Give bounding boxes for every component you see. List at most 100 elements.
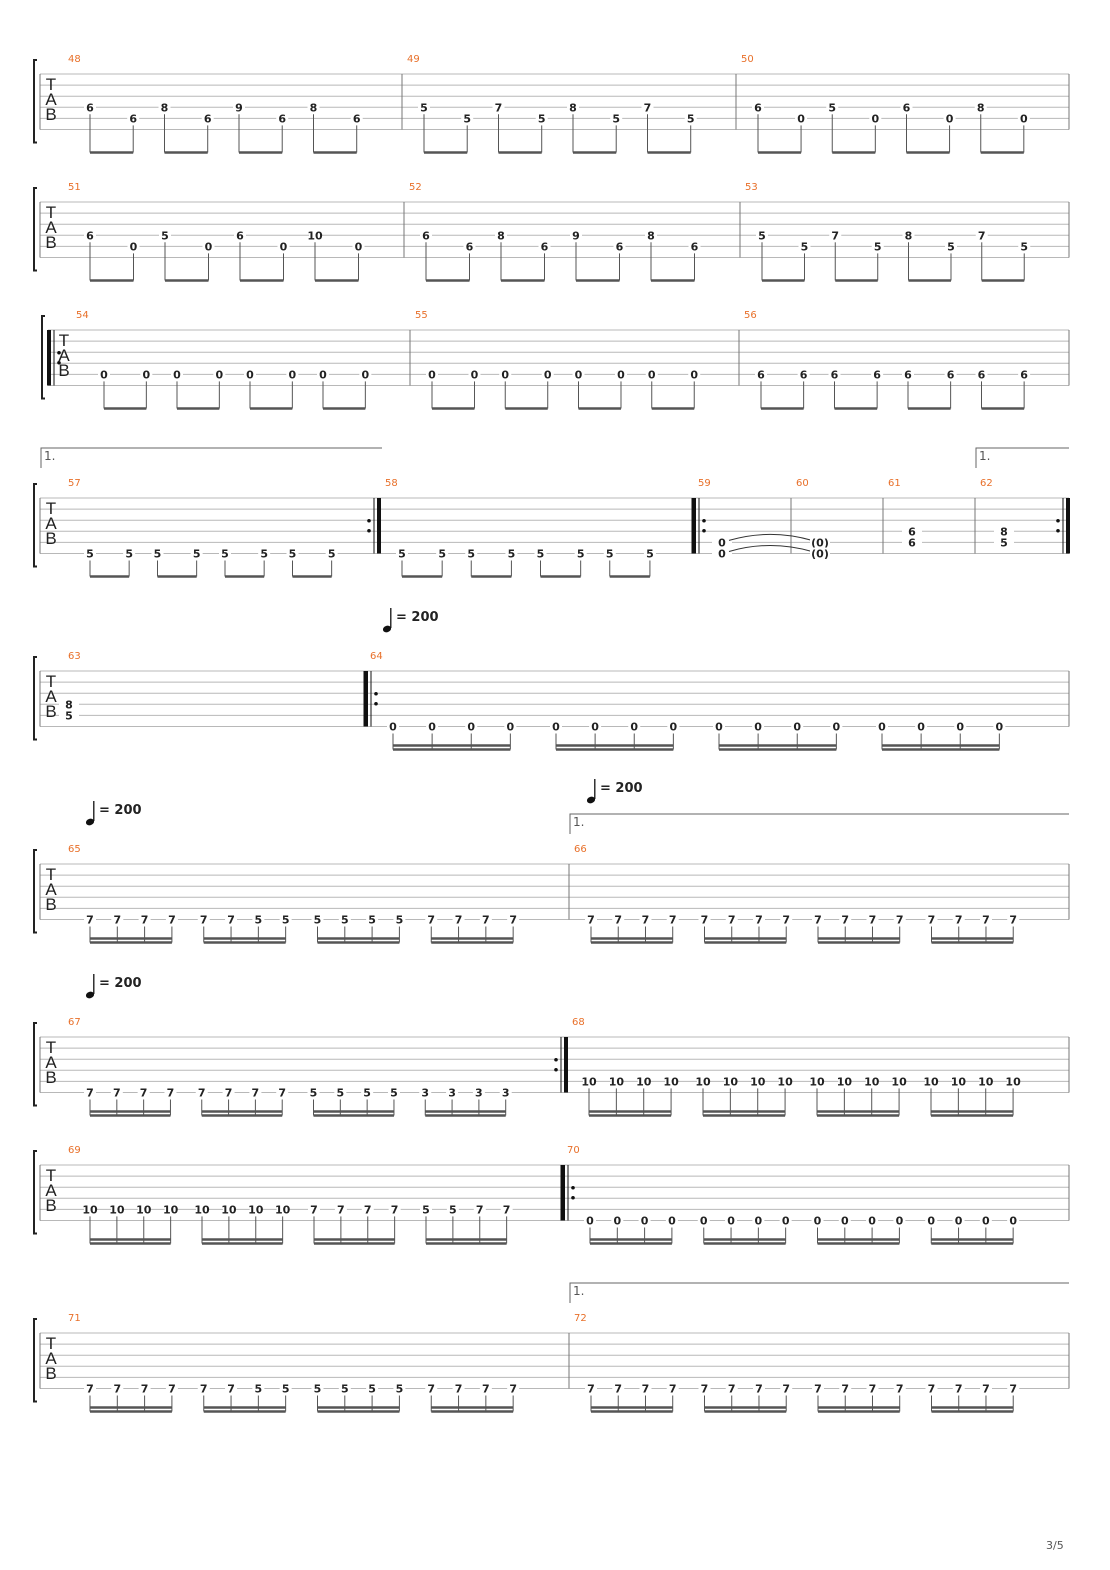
fret-bg [276,1203,289,1216]
fret-number: 0 [754,721,762,734]
fret-number: 6 [873,368,881,381]
fret-number: 10 [723,1075,739,1088]
tempo-label: = 200 [600,781,643,796]
fret-bg [165,1382,178,1395]
fret-bg [684,112,697,125]
fret-number: 6 [908,536,916,549]
fret-bg [465,547,478,560]
fret-number: 5 [260,548,268,561]
fret-number: 0 [814,1215,822,1228]
fret-bg [461,112,474,125]
fret-number: 7 [831,229,839,242]
fret-bg [350,112,363,125]
fret-bg [954,720,967,733]
fret-number: 7 [869,914,877,927]
fret-number: 10 [837,1075,853,1088]
fret-number: 10 [221,1203,237,1216]
fret-number: 0 [878,721,886,734]
quarter-note-icon [85,991,95,999]
repeat-dot [554,1067,558,1072]
fret-number: 0 [648,368,656,381]
fret-number: 5 [282,914,290,927]
fret-bg [994,525,1014,538]
fret-number: 7 [928,1383,936,1396]
fret-number: 7 [427,1383,435,1396]
volta-label: 1. [573,815,584,829]
fret-bg [492,101,505,114]
tab-clef-letter: B [45,105,56,124]
fret-bg [535,112,548,125]
fret-number: 5 [341,1383,349,1396]
fret-bg [426,368,438,381]
fret-number: 7 [227,1383,235,1396]
fret-bg [645,368,658,381]
fret-number: 10 [809,1075,825,1088]
fret-number: 6 [978,368,986,381]
fret-bg [952,1382,965,1395]
fret-bg [828,368,841,381]
fret-bg [902,368,914,381]
fret-bg [190,547,203,560]
fret-bg [500,1203,513,1216]
tempo-label: = 200 [99,976,142,991]
fret-number: 7 [503,1203,511,1216]
tab-clef-letter: T [46,499,56,518]
fret-number: 7 [982,914,990,927]
fret-number: 10 [194,1203,210,1216]
fret-bg [610,1075,623,1088]
fret-bg [1007,1075,1020,1088]
fret-bg [159,229,171,242]
fret-bg [810,536,830,549]
fret-bg [286,368,299,381]
fret-number: 7 [198,1087,206,1100]
fret-bg [325,547,338,560]
fret-bg [811,1075,823,1088]
fret-number: 5 [537,548,545,561]
fret-bg [925,1075,937,1088]
fret-bg [420,1203,432,1216]
system-bracket [33,1318,37,1403]
fret-number: 7 [391,1203,399,1216]
fret-number: 5 [758,229,766,242]
measure-number: 53 [745,182,758,193]
measure-number: 57 [68,478,81,489]
fret-bg [871,240,884,253]
tab-clef-letter: B [45,1364,56,1383]
fret-bg [468,368,481,381]
fret-number: 5 [801,240,809,253]
fret-bg [446,1086,459,1099]
system-bracket [33,59,37,144]
measure-number: 62 [980,478,993,489]
fret-number: 10 [163,1203,179,1216]
fret-number: 7 [252,1087,260,1100]
fret-bg [871,368,884,381]
fret-number: 6 [947,368,955,381]
fret-bg [724,1075,737,1088]
fret-number: 7 [225,1087,233,1100]
fret-number: 7 [614,1383,622,1396]
fret-number: 5 [947,240,955,253]
fret-number: 5 [161,229,169,242]
fret-bg [1007,913,1020,926]
fret-number: 6 [236,229,244,242]
fret-number: 7 [167,1087,175,1100]
fret-bg [419,1086,432,1099]
fret-number: 7 [669,1383,677,1396]
fret-bg [697,1214,710,1227]
fret-bg [826,101,839,114]
tab-clef-letter: T [46,1038,56,1057]
fret-number: 7 [141,914,149,927]
fret-number: 7 [86,1087,94,1100]
fret-bg [507,913,520,926]
tab-clef-letter: A [58,346,70,365]
fret-bg [84,229,96,242]
fret-bg [213,368,226,381]
fret-bg [643,547,656,560]
fret-bg [59,709,79,722]
fret-number: 0 [319,368,327,381]
fret-number: 8 [905,229,913,242]
fret-bg [975,368,988,381]
tab-clef-letter: B [45,895,56,914]
fret-bg [925,913,938,926]
fret-number: 5 [828,101,836,114]
